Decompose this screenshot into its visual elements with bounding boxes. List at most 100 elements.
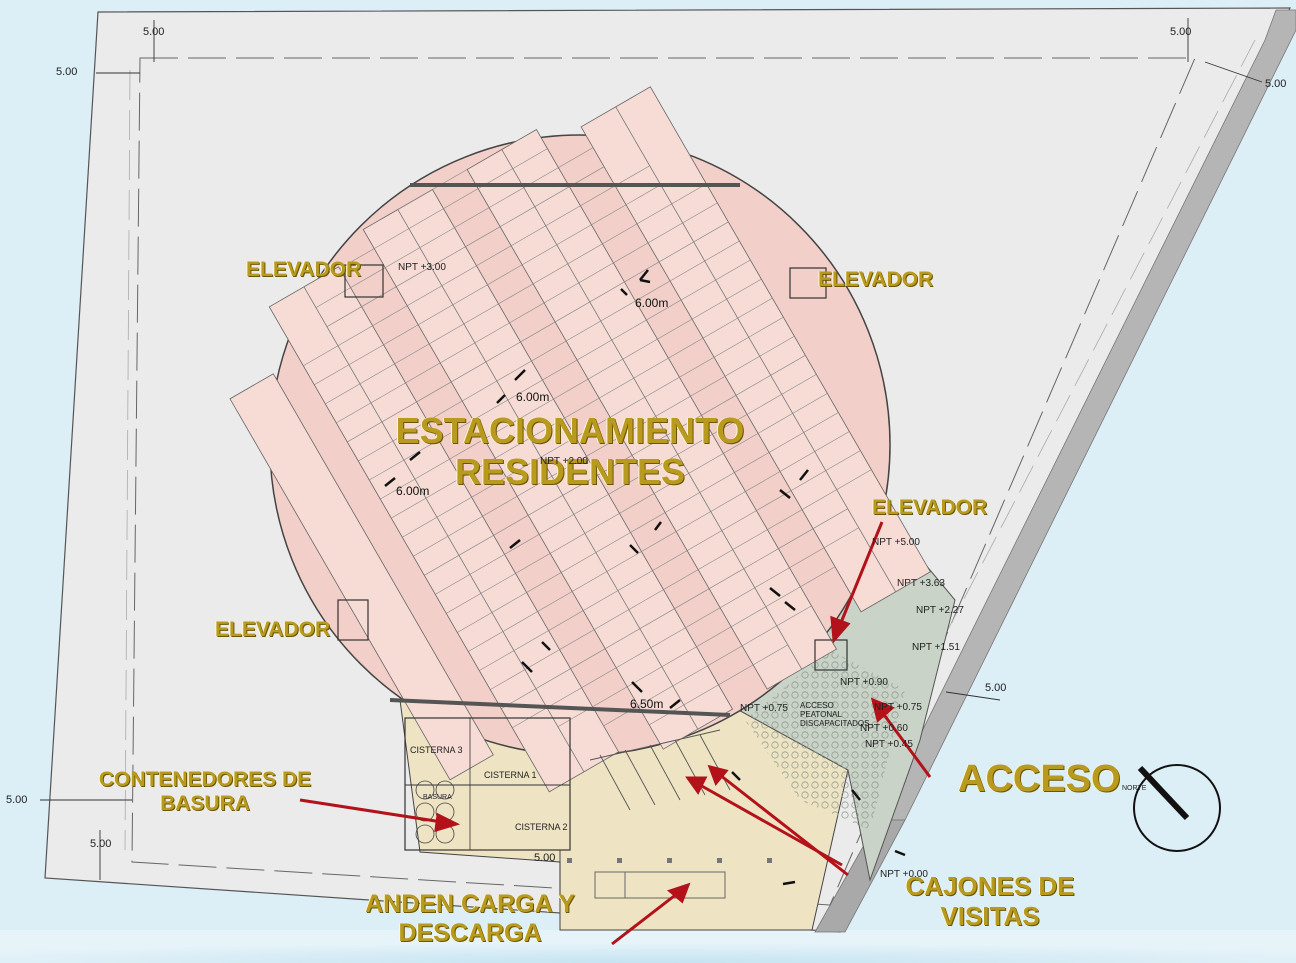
stall-divider <box>499 206 535 227</box>
stall-divider <box>770 355 806 376</box>
stall-divider <box>690 375 726 397</box>
stall-divider <box>408 208 444 229</box>
stall-divider <box>391 497 427 519</box>
level-npt-000: NPT +0.00 <box>880 869 928 880</box>
garbage-containers <box>415 780 455 844</box>
stall-divider <box>641 531 677 552</box>
visits-label-line1: CAJONES DE <box>905 871 1075 901</box>
stall-divider <box>575 416 611 438</box>
stall-divider <box>462 380 498 402</box>
stall-divider <box>683 684 719 706</box>
stall-divider <box>443 188 479 209</box>
stall-divider <box>487 264 523 286</box>
stall-divider <box>595 532 631 553</box>
stall-divider <box>611 319 647 341</box>
level-npt-090: NPT +0.90 <box>840 677 888 688</box>
stall-divider <box>521 244 557 266</box>
stall-divider <box>358 440 394 462</box>
stall-divider <box>657 318 693 340</box>
stall-divider <box>495 437 531 459</box>
stall-divider <box>734 452 770 473</box>
stall-divider <box>540 436 576 458</box>
elevator-label-ne: ELEVADOR <box>818 268 934 291</box>
stall-divider <box>636 203 672 225</box>
level-npt-363: NPT +3.63 <box>897 578 945 589</box>
stall-divider <box>570 648 606 669</box>
stall-divider <box>485 341 521 363</box>
stall-divider <box>424 555 460 576</box>
stall-divider <box>506 456 542 478</box>
stall-divider <box>392 420 428 442</box>
stall-divider <box>418 304 454 326</box>
aisle-width-s: 6.50m <box>630 697 664 711</box>
stall-divider <box>539 514 575 535</box>
elevator-box-w <box>337 599 369 641</box>
aisle-width-ne: 6.00m <box>635 296 669 310</box>
stall-divider <box>480 573 516 594</box>
stall-divider <box>584 513 620 534</box>
stall-divider <box>413 535 449 557</box>
stall-divider <box>693 221 729 243</box>
pedestrian-access-line1: ACCESO <box>800 701 834 710</box>
level-npt-045: NPT +0.45 <box>865 739 913 750</box>
stall-divider <box>661 646 697 668</box>
stall-divider <box>469 554 505 575</box>
cisterna-block <box>404 717 571 851</box>
stall-divider <box>482 495 518 517</box>
aisle-width-w: 6.00m <box>396 484 430 498</box>
stall-divider <box>635 280 671 302</box>
level-npt-151: NPT +1.51 <box>912 642 960 653</box>
stall-divider <box>691 298 727 320</box>
stall-divider <box>823 527 859 548</box>
stall-divider <box>567 243 603 265</box>
stall-divider <box>719 587 755 608</box>
stall-divider <box>663 569 699 590</box>
stall-divider <box>708 568 744 589</box>
stall-divider <box>554 301 590 323</box>
stall-divider <box>427 400 463 422</box>
stall-divider <box>528 495 564 516</box>
stall-divider <box>474 322 510 344</box>
stall-divider <box>520 321 556 343</box>
stall-divider <box>436 496 472 518</box>
level-npt-075b: NPT +0.75 <box>874 702 922 713</box>
stall-divider <box>463 303 499 325</box>
dim-right-mid: 5.00 <box>985 682 1007 694</box>
stall-divider <box>765 586 801 608</box>
level-npt-060: NPT +0.60 <box>860 723 908 734</box>
dim-bottom-mid-v: 5.00 <box>534 852 556 864</box>
stall-divider <box>325 383 361 405</box>
stall-divider <box>622 338 658 360</box>
stall-divider <box>532 263 568 285</box>
stall-divider <box>534 186 570 207</box>
access-label: ACCESO <box>958 758 1121 800</box>
dim-top-left-h: 5.00 <box>56 66 78 78</box>
stall-divider <box>535 668 571 689</box>
stall-divider <box>551 455 587 477</box>
cisterna-1-label: CISTERNA 1 <box>484 770 537 780</box>
stall-divider <box>407 285 443 306</box>
stall-divider <box>704 240 740 262</box>
stall-divider <box>594 609 630 630</box>
dim-top-left-v: 5.00 <box>143 26 165 38</box>
stall-divider <box>701 395 737 416</box>
dock-label: ANDEN CARGA Y DESCARGA <box>320 890 620 948</box>
north-arrow-icon <box>1133 764 1221 852</box>
stall-divider <box>537 591 573 612</box>
stall-divider <box>671 183 707 205</box>
parking-title-line1: ESTACIONAMIENTO <box>395 410 745 451</box>
stall-divider <box>653 473 689 494</box>
pedestrian-access-line3: DISCAPACITADOS <box>800 718 870 728</box>
stall-divider <box>558 147 594 168</box>
stall-divider <box>509 302 545 324</box>
stall-divider <box>559 629 595 650</box>
stall-divider <box>374 228 410 249</box>
stall-divider <box>515 553 551 574</box>
stall-divider <box>669 260 705 282</box>
stall-divider <box>510 225 546 246</box>
stall-divider <box>473 399 509 421</box>
stall-divider <box>529 417 565 439</box>
stall-divider <box>696 626 732 648</box>
stall-divider <box>543 282 579 304</box>
stall-divider <box>723 433 759 454</box>
